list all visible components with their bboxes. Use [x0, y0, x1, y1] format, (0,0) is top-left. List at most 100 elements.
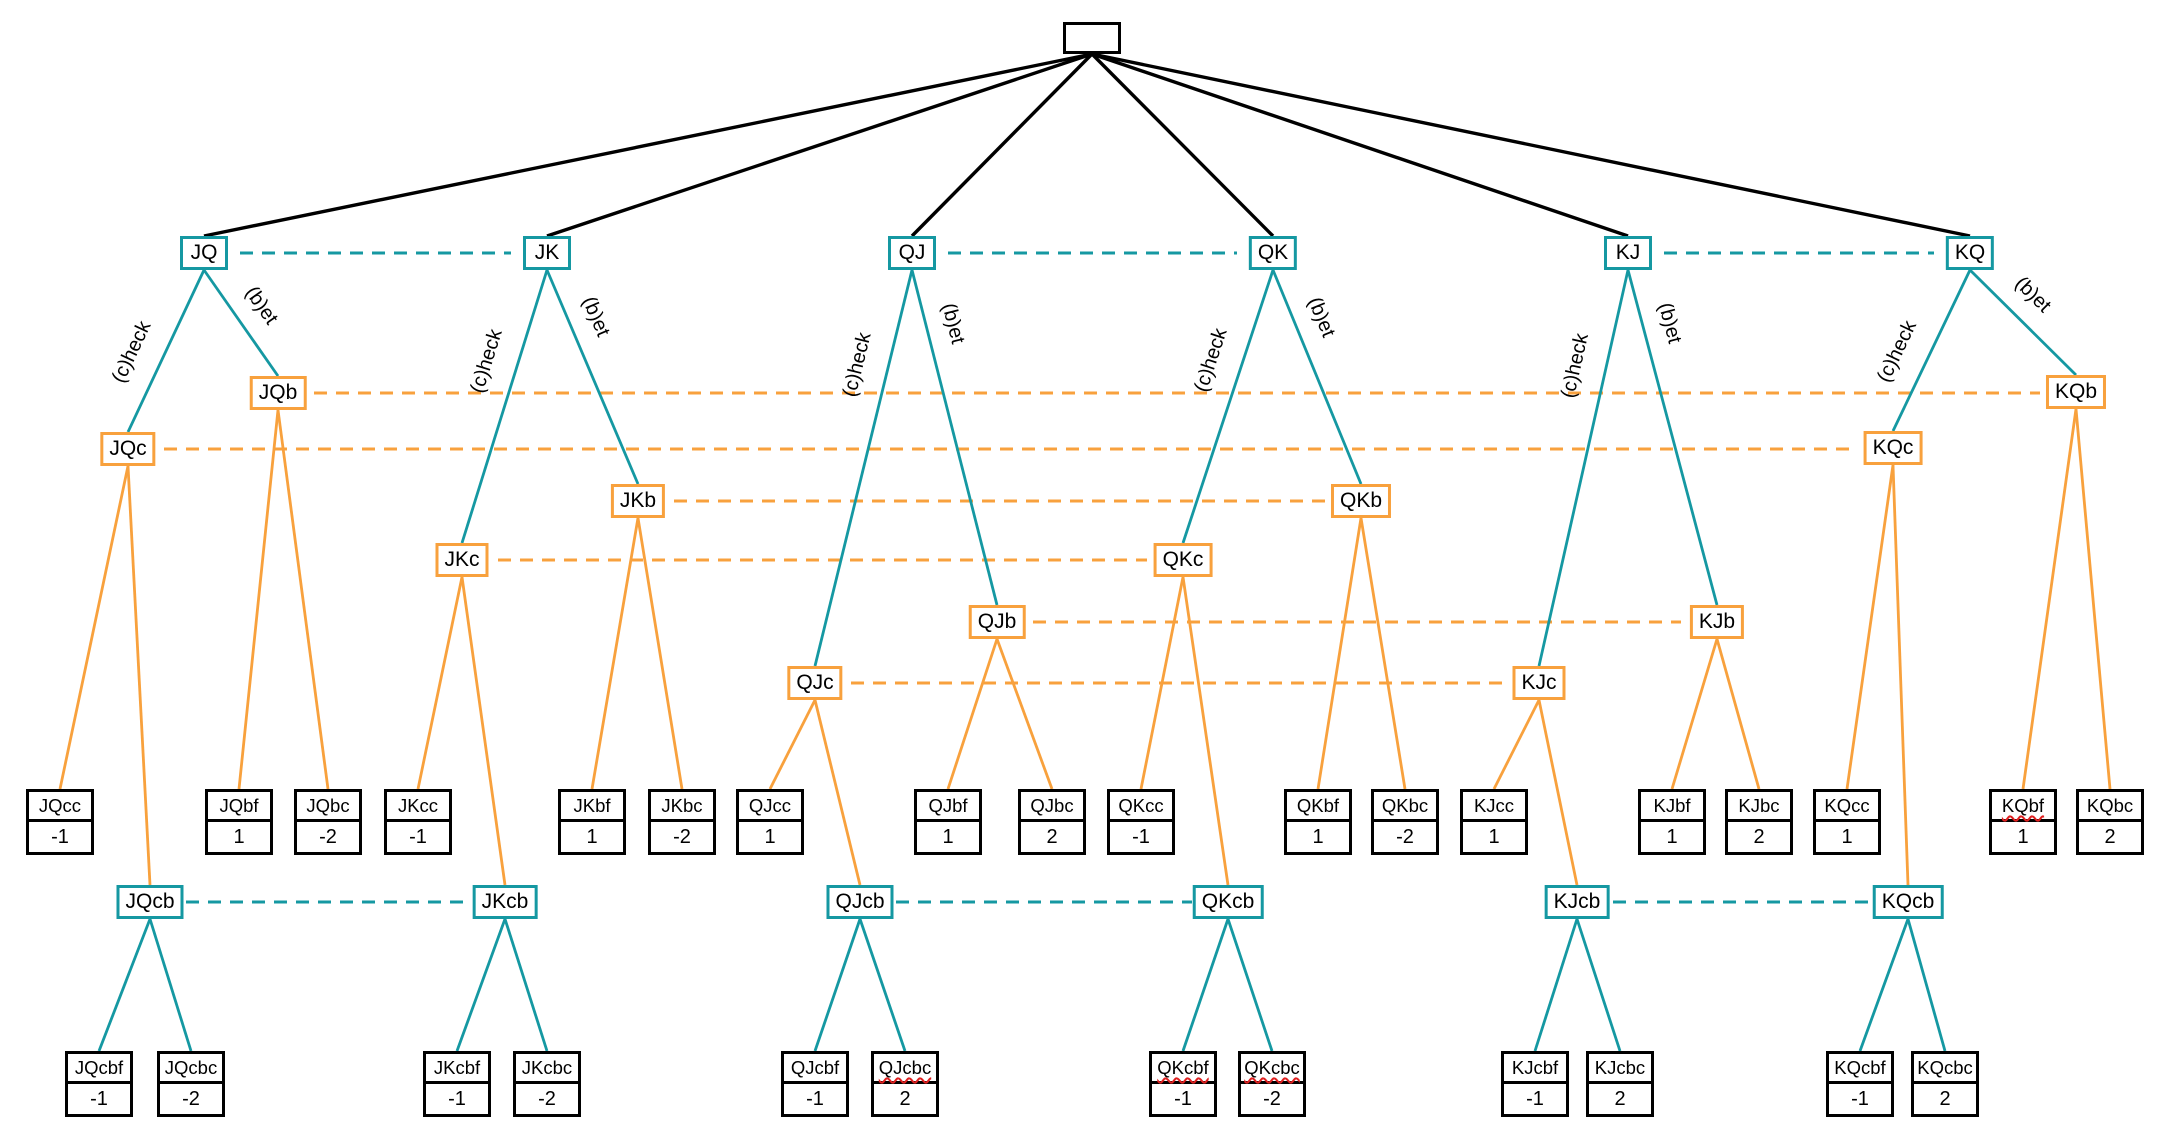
leaf-payoff: 1 [2017, 826, 2029, 848]
leaf-label: QKbc [1374, 792, 1436, 822]
edge-QKb-QKbc [1359, 517, 1407, 790]
leaf-payoff: -2 [182, 1088, 200, 1110]
node-JKc: JKc [435, 543, 489, 577]
leaf-payoff: -2 [1263, 1088, 1281, 1110]
edge-KJ-KJb [1626, 269, 1719, 606]
edge-root-KJ [1091, 52, 1629, 238]
edge-QJb-QJbf [946, 638, 999, 790]
leaf-QKcc: QKcc-1 [1107, 789, 1175, 855]
root-chance-node [1063, 22, 1121, 54]
leaf-payoff: 2 [2104, 826, 2116, 848]
edge-JQ-JQb [202, 269, 280, 377]
edge-QJc-QJcb [813, 699, 862, 886]
edge-KQ-KQb [1969, 269, 2077, 376]
edge-KJcb-KJcbf [1533, 918, 1579, 1052]
node-KQcb: KQcb [1872, 885, 1944, 919]
leaf-label: JKcbc [516, 1054, 578, 1084]
edge-KJc-KJcb [1537, 699, 1579, 886]
leaf-label: QJcc [739, 792, 801, 822]
leaf-label: JQbc [297, 792, 359, 822]
leaf-QKcbc: QKcbc-2 [1238, 1051, 1306, 1117]
edge-label-bet-JK: (b)et [578, 293, 615, 340]
edge-label-check-KJ: (c)heck [1557, 330, 1593, 400]
node-QKc: QKc [1153, 543, 1213, 577]
edge-KJc-KJcc [1492, 699, 1541, 790]
edge-KQb-KQbf [2021, 408, 2078, 790]
leaf-payoff: 1 [233, 826, 245, 848]
leaf-payoff: -1 [806, 1088, 824, 1110]
leaf-KQcbf: KQcbf-1 [1826, 1051, 1894, 1117]
leaf-payoff: 2 [1753, 826, 1765, 848]
edge-QKb-QKbf [1316, 517, 1363, 790]
edge-QJcb-QJcbc [858, 918, 907, 1052]
leaf-label: KJcbf [1504, 1054, 1566, 1084]
node-QJb: QJb [968, 605, 1026, 639]
leaf-payoff: -1 [90, 1088, 108, 1110]
leaf-QJcbc: QJcbc 2 [871, 1051, 939, 1117]
leaf-label: KQbf [1992, 792, 2054, 822]
edge-root-QJ [910, 52, 1094, 238]
leaf-label: JQcbc [160, 1054, 222, 1084]
leaf-label: QJcbc [874, 1054, 936, 1084]
edge-label-check-QK: (c)heck [1190, 325, 1232, 395]
edge-label-bet-KJ: (b)et [1654, 300, 1686, 346]
leaf-QKbc: QKbc -2 [1371, 789, 1439, 855]
leaf-JQbf: JQbf 1 [205, 789, 273, 855]
node-QJcb: QJcb [826, 885, 894, 919]
edge-JKb-JKbc [636, 517, 684, 790]
leaf-label: JQbf [208, 792, 270, 822]
edge-QKc-QKcc [1139, 576, 1185, 790]
leaf-payoff: -2 [673, 826, 691, 848]
node-KQ: KQ [1945, 236, 1995, 270]
leaf-payoff: -1 [1174, 1088, 1192, 1110]
leaf-label: QKbf [1287, 792, 1349, 822]
leaf-label: JKbf [561, 792, 623, 822]
edge-KQ-KQc [1891, 269, 1972, 432]
node-KJb: KJb [1689, 605, 1745, 639]
node-KJ: KJ [1604, 236, 1652, 270]
node-KQb: KQb [2045, 375, 2107, 409]
leaf-label: QJbc [1021, 792, 1083, 822]
node-JKb: JKb [610, 484, 666, 518]
leaf-label: JKcbf [426, 1054, 488, 1084]
edge-JQcb-JQcbf [97, 918, 152, 1052]
edge-KJb-KJbf [1670, 638, 1719, 790]
leaf-QJcbf: QJcbf-1 [781, 1051, 849, 1117]
edge-label-bet-JQ: (b)et [241, 282, 283, 329]
edge-JKcb-JKcbc [503, 918, 549, 1052]
edge-QK-QKb [1271, 269, 1363, 485]
leaf-payoff: -1 [1851, 1088, 1869, 1110]
leaf-JQbc: JQbc-2 [294, 789, 362, 855]
leaf-JKcbc: JKcbc-2 [513, 1051, 581, 1117]
node-KQc: KQc [1863, 431, 1923, 465]
edge-QJ-QJb [910, 269, 999, 606]
edge-JQcb-JQcbc [148, 918, 193, 1052]
edge-KQcb-KQcbf [1858, 918, 1910, 1052]
edge-JQb-JQbf [237, 409, 280, 790]
leaf-payoff: 1 [1841, 826, 1853, 848]
leaf-payoff: 2 [899, 1088, 911, 1110]
node-QJc: QJc [787, 666, 843, 700]
node-KJc: KJc [1512, 666, 1566, 700]
leaf-payoff: 2 [1046, 826, 1058, 848]
leaf-payoff: 1 [1312, 826, 1324, 848]
leaf-payoff: 1 [1666, 826, 1678, 848]
leaf-label: JKcc [387, 792, 449, 822]
leaf-QKbf: QKbf 1 [1284, 789, 1352, 855]
leaf-payoff: -2 [1396, 826, 1414, 848]
edge-KJ-KJc [1537, 269, 1630, 667]
edge-KJcb-KJcbc [1575, 918, 1622, 1052]
leaf-JQcc: JQcc-1 [26, 789, 94, 855]
leaf-payoff: 2 [1614, 1088, 1626, 1110]
leaf-label: JQcc [29, 792, 91, 822]
edge-QJcb-QJcbf [813, 918, 862, 1052]
leaf-label: QJbf [917, 792, 979, 822]
edge-KQc-KQcb [1891, 464, 1910, 886]
leaf-JKbc: JKbc-2 [648, 789, 716, 855]
edge-QKc-QKcb [1181, 576, 1230, 886]
